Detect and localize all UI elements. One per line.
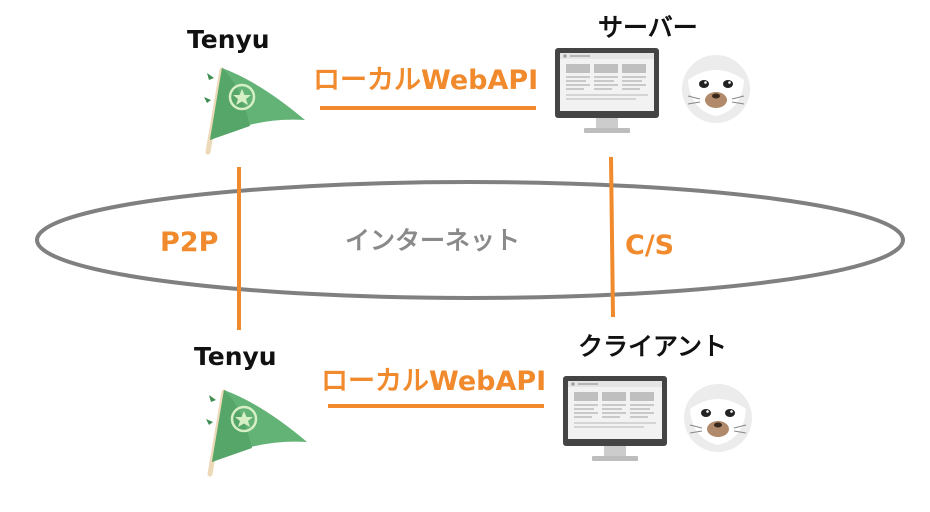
tenyu-title-bottom: Tenyu	[194, 342, 277, 371]
monitor-icon	[555, 48, 659, 133]
seal-mascot-icon	[681, 54, 751, 124]
tenyu-flag-icon	[206, 390, 307, 474]
internet-label: インターネット	[345, 226, 521, 255]
p2p-label: P2P	[160, 227, 219, 258]
server-title: サーバー	[598, 13, 698, 42]
bottom-api-label: ローカルWebAPI	[321, 366, 547, 397]
client-title: クライアント	[578, 332, 728, 361]
cs-connector	[609, 156, 615, 318]
seal-mascot-icon	[683, 383, 753, 453]
cs-label: C/S	[625, 230, 675, 261]
monitor-icon	[563, 376, 667, 461]
tenyu-title-top: Tenyu	[187, 25, 270, 54]
tenyu-flag-icon	[204, 68, 305, 152]
top-api-label: ローカルWebAPI	[313, 65, 539, 96]
internet-ellipse	[35, 180, 905, 300]
